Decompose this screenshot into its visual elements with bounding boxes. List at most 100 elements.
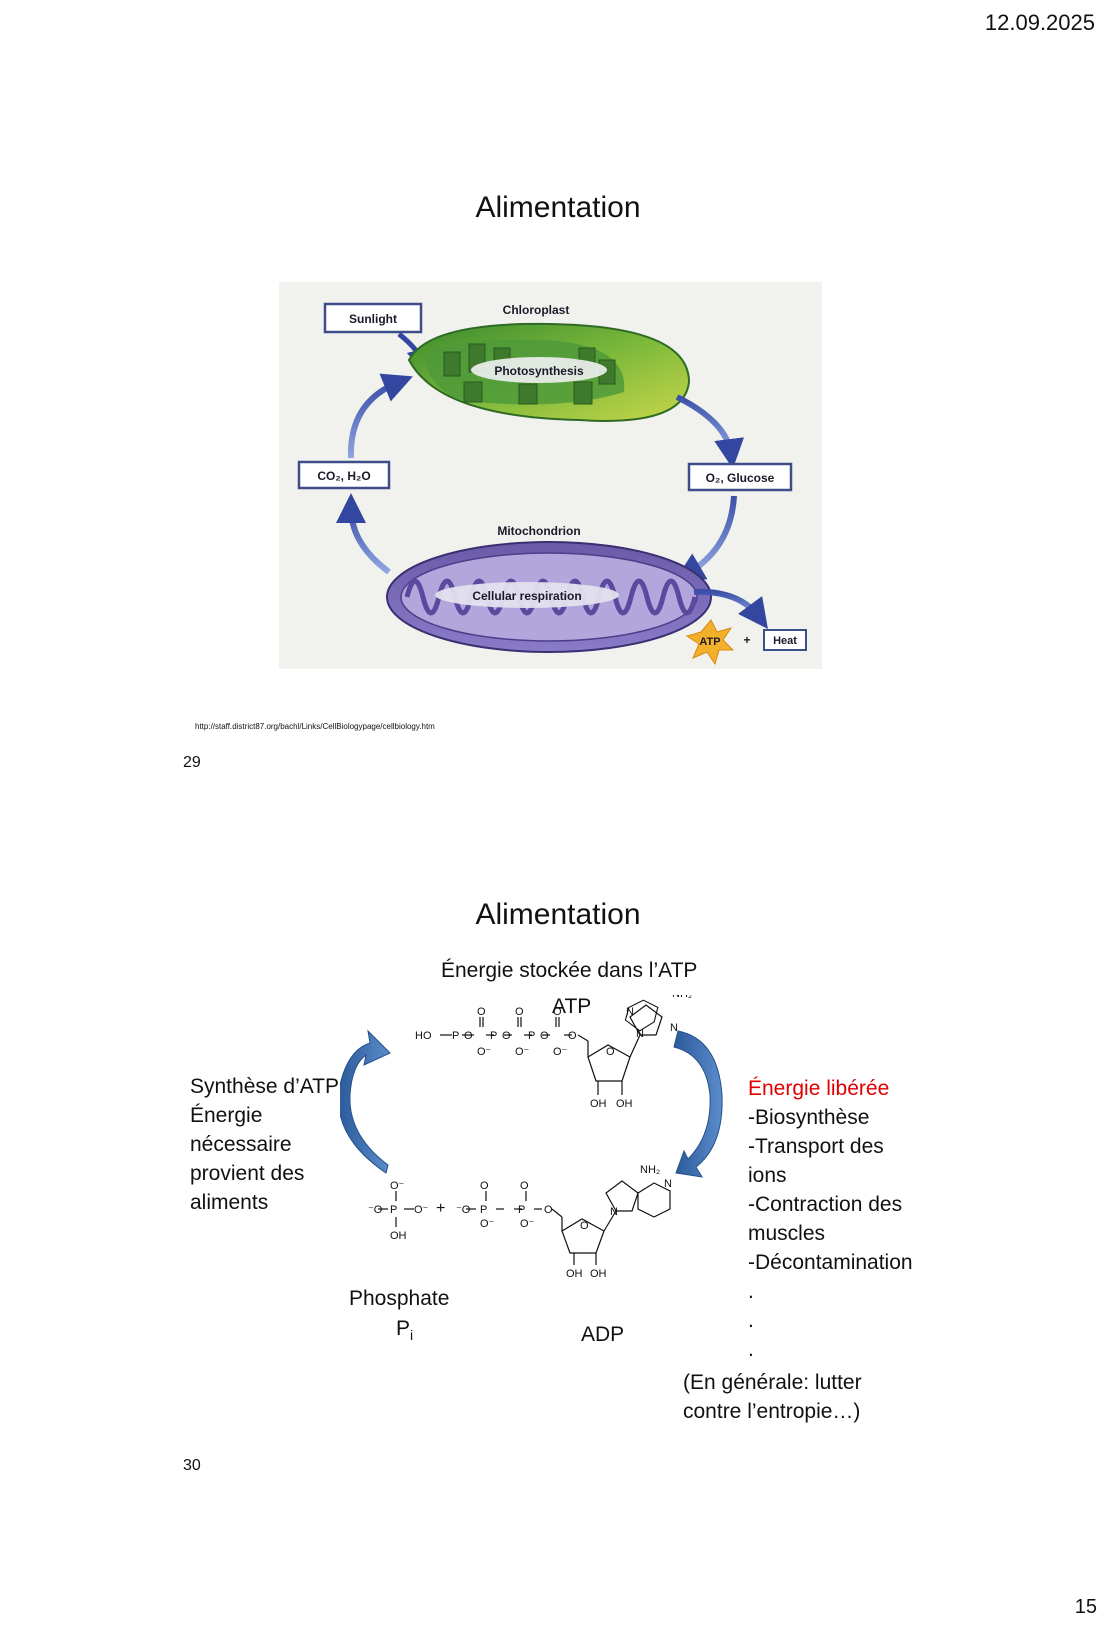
svg-text:O: O: [553, 1006, 562, 1018]
arrow-to-mitochondrion: [674, 495, 737, 582]
plus-sign: +: [743, 633, 750, 647]
svg-text:P: P: [480, 1204, 487, 1216]
sunlight-label: Sunlight: [349, 312, 397, 326]
svg-text:O⁻: O⁻: [520, 1218, 535, 1230]
atp-synthesis-arrow: [338, 1029, 391, 1174]
svg-text:O⁻: O⁻: [553, 1046, 568, 1058]
svg-text:N: N: [664, 1178, 672, 1190]
svg-text:O: O: [568, 1030, 577, 1042]
text-line: Énergie: [190, 1104, 263, 1127]
slide-30-title: Alimentation: [475, 898, 641, 931]
svg-text:OH: OH: [390, 1230, 407, 1242]
text-line: aliments: [190, 1191, 269, 1214]
svg-text:O⁻: O⁻: [390, 1180, 405, 1192]
page-number: 15: [1074, 1596, 1097, 1618]
svg-text:O⁻: O⁻: [480, 1218, 495, 1230]
list-item: -Transport des: [748, 1135, 884, 1158]
svg-text:P: P: [518, 1204, 525, 1216]
svg-text:NH₂: NH₂: [640, 1164, 660, 1176]
svg-text:⁻O: ⁻O: [456, 1204, 471, 1216]
svg-text:N: N: [610, 1206, 618, 1218]
atp-star: ATP: [685, 619, 735, 666]
svg-text:P: P: [452, 1030, 459, 1042]
atp-structure: [440, 999, 663, 1095]
list-item: .: [748, 1280, 754, 1303]
o2-glucose-box: O₂, Glucose: [687, 462, 793, 492]
atp-synthesis-text: Synthèse d’ATP: Énergie nécessaire provi…: [190, 1072, 345, 1217]
svg-text:P: P: [390, 1204, 397, 1216]
chloroplast-shape: Photosynthesis: [407, 322, 691, 422]
energy-released-heading: Énergie libérée: [748, 1077, 890, 1100]
svg-text:NH₂: NH₂: [672, 995, 692, 1000]
svg-text:P: P: [528, 1030, 535, 1042]
slide-29-title: Alimentation: [475, 191, 641, 224]
svg-text:OH: OH: [566, 1268, 583, 1280]
print-date: 12.09.2025: [984, 10, 1095, 35]
mitochondrion-label: Mitochondrion: [497, 524, 580, 538]
photosynthesis-respiration-cycle-figure: Sunlight Chloroplast Photosynthesis CO₂,…: [279, 282, 822, 669]
svg-text:OH: OH: [590, 1098, 607, 1110]
svg-text:O⁻: O⁻: [477, 1046, 492, 1058]
text-line: Synthèse d’ATP:: [190, 1075, 345, 1098]
adp-heading: ADP: [581, 1323, 625, 1346]
svg-text:O: O: [606, 1046, 615, 1058]
co2-h2o-box: CO₂, H₂O: [297, 460, 391, 490]
pi-letter: P: [396, 1317, 411, 1340]
svg-text:O: O: [480, 1180, 489, 1192]
list-item: -Biosynthèse: [748, 1106, 870, 1129]
svg-text:O: O: [464, 1030, 473, 1042]
photosynthesis-label: Photosynthesis: [494, 364, 584, 378]
svg-text:OH: OH: [590, 1268, 607, 1280]
list-item: ions: [748, 1164, 787, 1187]
svg-text:O: O: [502, 1030, 511, 1042]
svg-text:⁻O: ⁻O: [368, 1204, 383, 1216]
o2-glucose-label: O₂, Glucose: [706, 471, 775, 485]
image-credit: http://staff.district87.org/bachl/Links/…: [195, 722, 435, 731]
slide-30-number: 30: [183, 1457, 201, 1474]
arrow-to-atp-heat: [693, 588, 768, 630]
svg-text:O: O: [520, 1180, 529, 1192]
svg-text:N: N: [670, 1022, 678, 1034]
cycle-diagram: Sunlight Chloroplast Photosynthesis CO₂,…: [297, 302, 807, 666]
phosphate-label: Phosphate: [349, 1287, 450, 1310]
text-line: provient des: [190, 1162, 305, 1185]
chloroplast-label: Chloroplast: [503, 303, 570, 317]
slide-30-subtitle: Énergie stockée dans l’ATP: [441, 959, 698, 982]
adp-structure: [378, 1180, 671, 1265]
note-line: (En générale: lutter: [683, 1371, 862, 1394]
svg-text:OH: OH: [616, 1098, 633, 1110]
svg-text:P: P: [490, 1030, 497, 1042]
svg-text:O: O: [544, 1204, 553, 1216]
atp-heading: ATP: [552, 995, 592, 1018]
list-item: -Décontamination: [748, 1251, 913, 1274]
mitochondrion-shape: Cellular respiration: [386, 541, 712, 653]
heat-label: Heat: [773, 635, 797, 647]
svg-text:N: N: [636, 1028, 644, 1040]
heat-box: Heat: [763, 629, 807, 651]
cellular-respiration-label: Cellular respiration: [472, 589, 581, 603]
svg-text:O⁻: O⁻: [414, 1204, 429, 1216]
arrow-to-chloroplast: [347, 373, 413, 459]
phosphate-symbol: Pi: [396, 1314, 413, 1350]
svg-text:O: O: [515, 1006, 524, 1018]
note-line: contre l’entropie…): [683, 1400, 861, 1423]
general-note: (En générale: lutter contre l’entropie…): [683, 1368, 862, 1426]
co2-h2o-label: CO₂, H₂O: [317, 469, 370, 483]
svg-text:O⁻: O⁻: [515, 1046, 530, 1058]
list-item: .: [748, 1338, 754, 1361]
list-item: .: [748, 1309, 754, 1332]
list-item: -Contraction des: [748, 1193, 903, 1216]
svg-text:+: +: [436, 1200, 445, 1217]
slide-29-number: 29: [183, 754, 201, 771]
list-item: muscles: [748, 1222, 826, 1245]
svg-text:HO: HO: [415, 1030, 432, 1042]
atp-label: ATP: [699, 636, 720, 648]
svg-text:O: O: [540, 1030, 549, 1042]
arrow-to-co2-h2o: [336, 493, 391, 575]
svg-text:O: O: [580, 1220, 589, 1232]
energy-released-list: Énergie libérée -Biosynthèse -Transport …: [748, 1074, 913, 1364]
